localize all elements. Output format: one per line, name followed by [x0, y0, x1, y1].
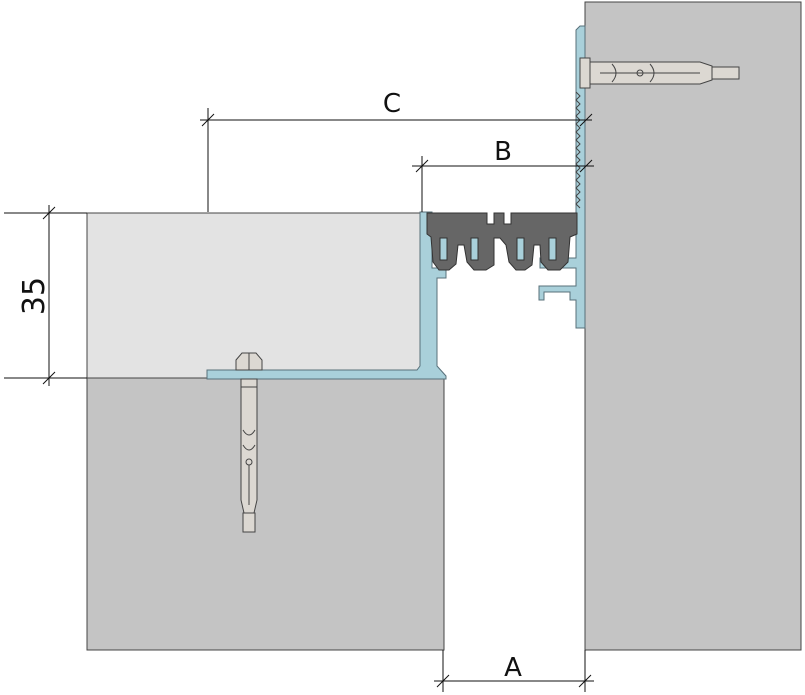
- slab-bolt-anchor: [235, 352, 263, 533]
- rubber-slot: [548, 237, 557, 261]
- dimension-a-label: A: [504, 653, 522, 683]
- dimension-b: [412, 156, 594, 212]
- right-aluminium-profile: [538, 25, 586, 329]
- concrete-slab: [86, 377, 445, 651]
- screed-layer: [86, 212, 424, 379]
- wall-anchor: [579, 57, 740, 89]
- rubber-slot: [516, 237, 525, 261]
- rubber-slot: [439, 237, 448, 261]
- rubber-insert: [426, 212, 578, 271]
- dimension-c-label: C: [383, 89, 401, 119]
- dimension-b-label: B: [494, 137, 512, 167]
- concrete-wall: [584, 1, 802, 651]
- wall-screw-thread: [575, 91, 581, 209]
- rubber-slot: [470, 237, 479, 261]
- dimension-height-label: 35: [17, 277, 52, 315]
- dimension-height: [4, 205, 87, 386]
- left-aluminium-profile: [206, 211, 447, 380]
- dimension-c: [200, 108, 593, 212]
- dimension-a: [434, 650, 594, 692]
